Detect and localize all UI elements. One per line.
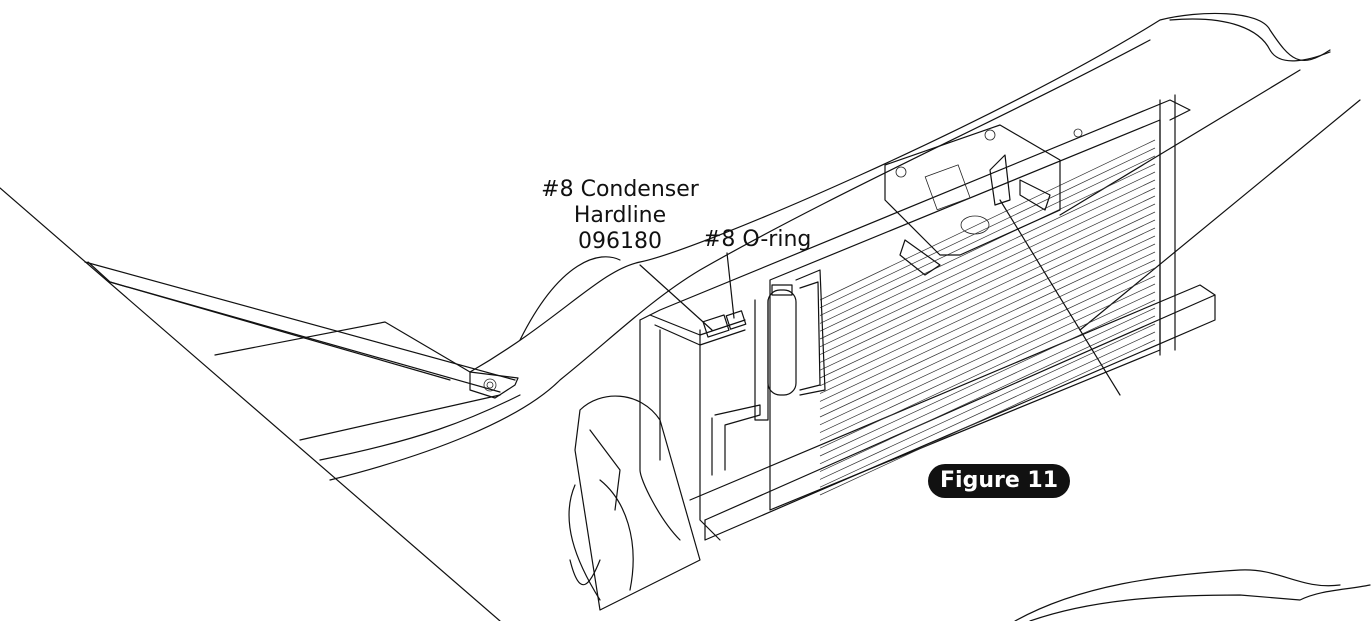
- condenser-fin: [819, 243, 1156, 402]
- condenser-fin: [819, 251, 1156, 410]
- condenser-fin: [819, 227, 1156, 387]
- condenser-fin: [819, 187, 1156, 348]
- figure-label: Figure 11: [928, 464, 1071, 498]
- condenser-fin: [819, 315, 1156, 472]
- lower-condenser-line: [711, 404, 761, 476]
- receiver-drier: [754, 269, 826, 421]
- condenser-fin: [819, 147, 1156, 309]
- core-support-bracket: [884, 124, 1121, 396]
- condenser-fin: [819, 171, 1156, 332]
- vehicle-body-outline: [0, 12, 1361, 621]
- condenser-fin: [819, 179, 1156, 340]
- condenser-fin: [819, 323, 1156, 480]
- o-ring-callout: #8 O-ring: [703, 227, 812, 252]
- condenser-hardline-callout: #8 Condenser Hardline 096180: [520, 177, 720, 255]
- condenser-fin: [819, 283, 1156, 441]
- condenser-fin: [819, 259, 1156, 418]
- condenser-fin: [819, 155, 1156, 316]
- condenser-fin: [819, 299, 1156, 457]
- callout-line-2: Hardline: [573, 203, 667, 228]
- condenser-fin: [819, 291, 1156, 449]
- condenser-fin: [819, 339, 1156, 496]
- condenser-fin: [819, 139, 1156, 301]
- lower-body-panel: [1014, 569, 1371, 621]
- condenser-fin: [819, 307, 1156, 465]
- callout-line-1: #8 Condenser: [541, 177, 699, 202]
- condenser-fin: [819, 163, 1156, 324]
- condenser-fin: [819, 219, 1156, 379]
- condenser-fin: [819, 203, 1156, 363]
- condenser-fin: [819, 235, 1156, 394]
- condenser-fin: [819, 267, 1156, 426]
- leader-lines: [639, 252, 735, 331]
- callout-line-3: 096180: [578, 229, 662, 254]
- fender-bracket: [469, 371, 519, 399]
- condenser-fin: [819, 195, 1156, 355]
- condenser-fin: [819, 331, 1156, 488]
- condenser-hardline: [639, 310, 747, 541]
- condenser-fin: [819, 211, 1156, 371]
- condenser-core: [769, 119, 1161, 511]
- condenser-fin: [819, 275, 1156, 433]
- fan-shroud: [568, 395, 701, 611]
